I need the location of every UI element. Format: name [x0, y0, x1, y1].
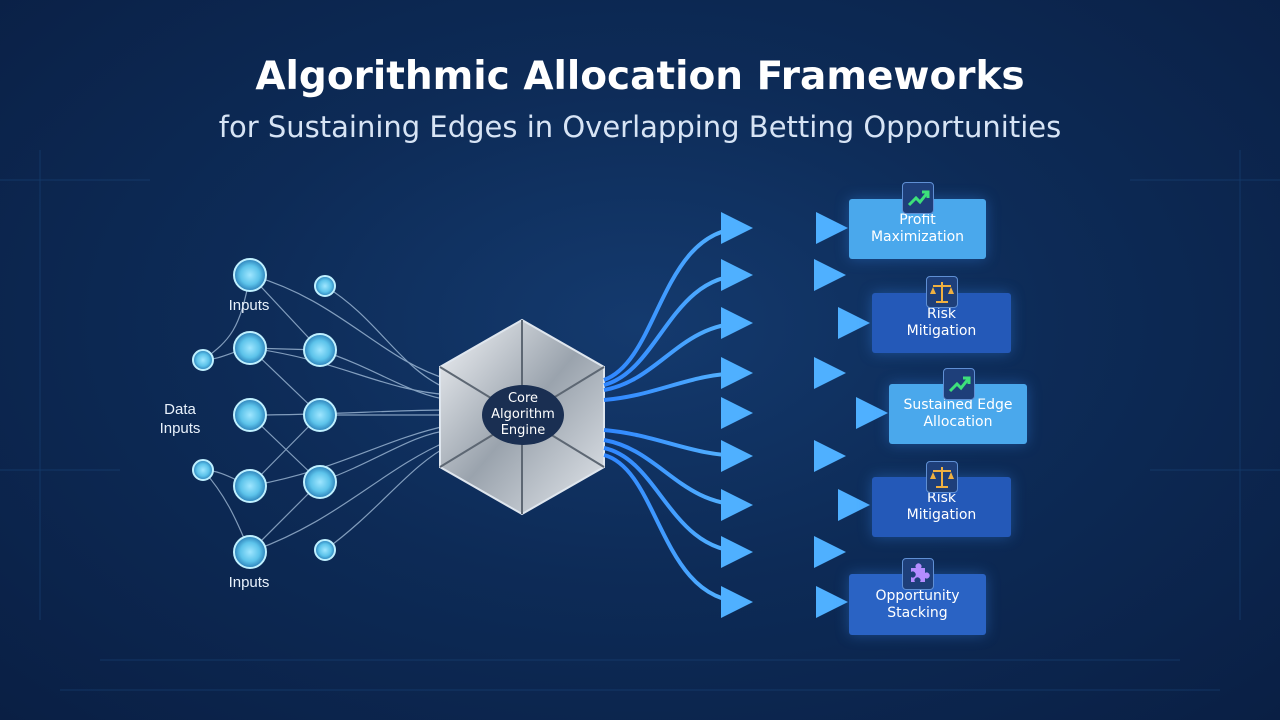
input-nodes — [192, 258, 337, 569]
scales-icon — [926, 461, 958, 493]
output-arrows — [603, 212, 888, 618]
data-inputs-label-line2: Inputs — [159, 420, 201, 437]
input-node — [233, 469, 267, 503]
output-arrow — [603, 259, 753, 387]
output-arrow — [603, 307, 753, 392]
input-node — [192, 459, 214, 481]
input-node — [233, 535, 267, 569]
input-node — [303, 465, 337, 499]
output-line1: Profit — [899, 212, 936, 228]
output-line2: Allocation — [923, 414, 993, 430]
output-line2: Mitigation — [906, 507, 977, 523]
core-line1: Core — [507, 391, 539, 406]
output-arrow — [603, 212, 753, 382]
input-node — [233, 258, 267, 292]
input-node — [192, 349, 214, 371]
output-line2: Mitigation — [906, 323, 977, 339]
output-arrow — [603, 438, 753, 521]
input-node — [314, 275, 336, 297]
output-line1: Opportunity — [875, 587, 960, 604]
output-arrow — [603, 428, 753, 472]
background-grid — [0, 150, 1280, 691]
output-line2: Stacking — [887, 604, 948, 621]
output-arrow — [603, 446, 753, 568]
trend-up-icon — [943, 368, 975, 400]
input-connections — [202, 274, 451, 553]
output-line1: Risk — [926, 306, 957, 322]
output-arrow — [603, 453, 753, 618]
core-engine-label: Core Algorithm Engine — [482, 385, 564, 445]
data-inputs-label-line1: Data — [164, 401, 196, 418]
output-line1: Sustained Edge — [903, 397, 1013, 413]
input-node — [303, 398, 337, 432]
inputs-label-top: Inputs — [228, 297, 270, 314]
input-node — [303, 333, 337, 367]
input-node — [314, 539, 336, 561]
data-inputs-label: Data Inputs — [145, 400, 215, 438]
core-line2: Algorithm — [491, 407, 555, 422]
input-node — [233, 398, 267, 432]
scales-icon — [926, 276, 958, 308]
puzzle-icon — [902, 558, 934, 590]
output-line2: Maximization — [870, 229, 965, 245]
output-arrow — [603, 357, 753, 402]
trend-up-icon — [902, 182, 934, 214]
page-title: Algorithmic Allocation Frameworks — [255, 54, 1025, 99]
page-subtitle: for Sustaining Edges in Overlapping Bett… — [218, 110, 1062, 144]
input-node — [233, 331, 267, 365]
core-line3: Engine — [500, 423, 546, 438]
output-line1: Risk — [926, 490, 957, 506]
inputs-label-bottom: Inputs — [228, 574, 270, 591]
